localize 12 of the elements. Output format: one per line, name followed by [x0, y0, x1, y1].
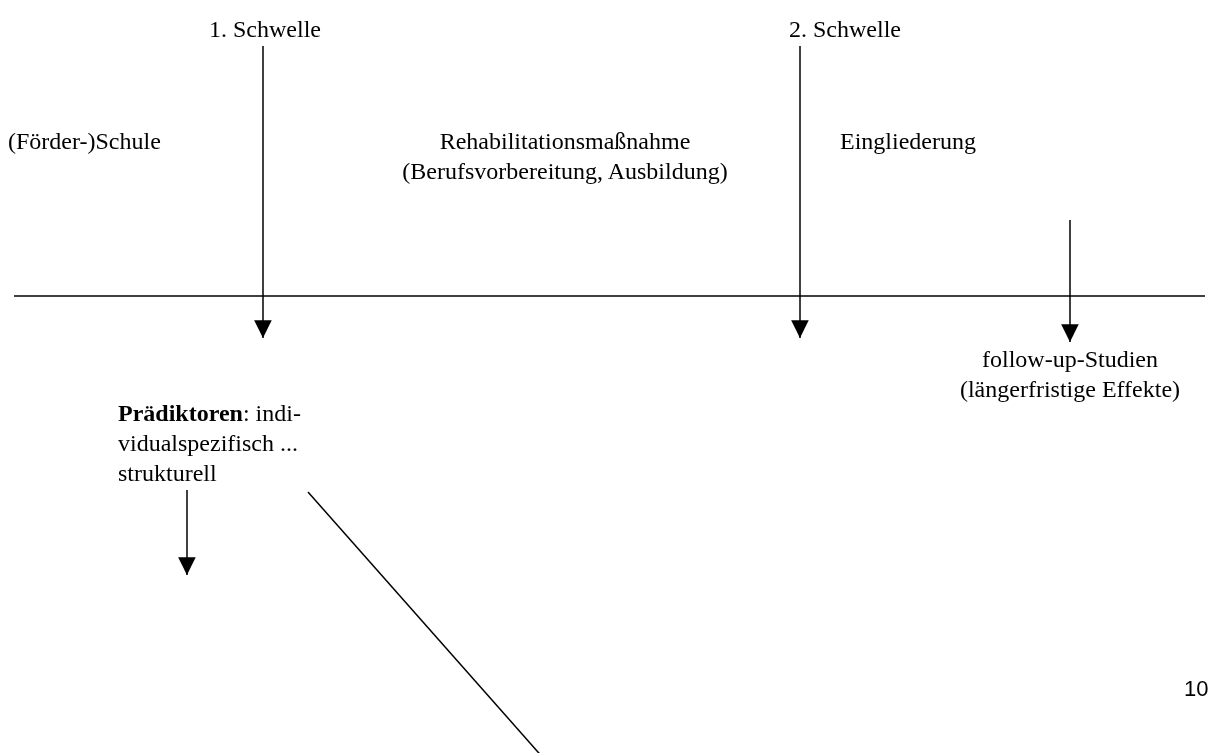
threshold-label: 2. Schwelle — [780, 14, 910, 44]
study-label: follow-up-Studien (längerfristige Effekte) — [930, 344, 1210, 404]
arrow — [178, 489, 196, 576]
arrow — [254, 45, 272, 339]
predictor-text: Prädiktoren: indi- vidualspezifisch ... strukturell — [118, 398, 338, 488]
arrow — [791, 45, 809, 339]
threshold-label: 1. Schwelle — [200, 14, 330, 44]
arrow — [1061, 219, 1079, 343]
phase-label: Rehabilitationsmaßnahme (Berufsvorbereitung, Ausbildung) — [340, 126, 790, 186]
page-number: 10 — [1184, 676, 1209, 702]
phase-label: Eingliederung — [840, 126, 1040, 156]
phase-label: (Förder-)Schule — [8, 126, 208, 156]
